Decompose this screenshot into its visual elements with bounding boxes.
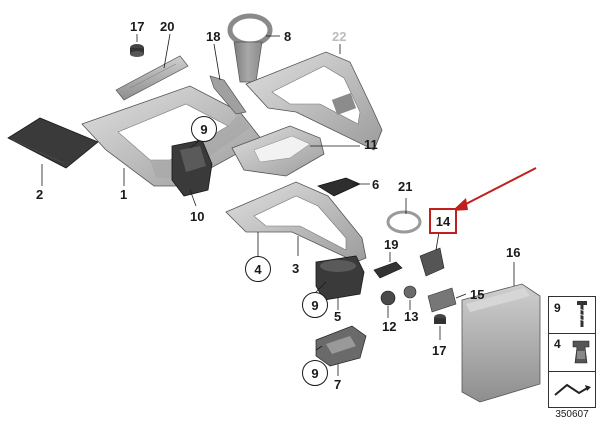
callout-10: 10 [190, 209, 205, 224]
legend-box: 9 4 [548, 296, 596, 408]
legend-number-4: 4 [554, 337, 561, 351]
part-3-lower-panel [225, 181, 367, 263]
part-7-bracket [315, 325, 367, 367]
callout-1: 1 [120, 187, 128, 202]
part-17-knob-top [130, 44, 144, 57]
part-8-gear-ring [227, 13, 273, 83]
part-9-holder-upper [171, 139, 213, 197]
callout-19: 19 [384, 237, 399, 252]
legend-row-clip: 4 [549, 333, 595, 372]
callout-5: 5 [334, 309, 342, 324]
leader-lines [41, 33, 515, 376]
part-11-selector-trim [231, 125, 325, 177]
callout-18: 18 [206, 29, 221, 44]
callout-22: 22 [332, 29, 347, 44]
part-18-bracket [209, 75, 247, 115]
callout-8: 8 [284, 29, 292, 44]
callout-9-circled-lower: 9 [302, 360, 328, 386]
callout-17-bottom: 17 [432, 343, 447, 358]
callout-20: 20 [160, 19, 175, 34]
bracket-shape-icon [554, 383, 591, 396]
part-16-rear-panel [461, 283, 541, 403]
part-22-upper-panel [245, 51, 383, 151]
part-6-insert [317, 177, 361, 197]
callout-2: 2 [36, 187, 44, 202]
callout-11: 11 [364, 137, 378, 152]
reference-number: 350607 [555, 409, 589, 420]
part-15-clip [427, 287, 457, 313]
legend-number-9: 9 [554, 301, 561, 315]
part-21-ring [386, 210, 422, 234]
part-5-cup-holder [315, 255, 365, 301]
callout-9-circled-middle: 9 [302, 292, 328, 318]
callout-15: 15 [470, 287, 485, 302]
callout-17-top: 17 [130, 19, 145, 34]
callout-9-circled-upper: 9 [191, 116, 217, 142]
clip-icon [572, 340, 590, 364]
part-19-clip [373, 261, 403, 279]
legend-row-screw: 9 [549, 297, 595, 334]
part-14-connector [419, 247, 445, 277]
part-13-button [403, 285, 417, 299]
part-20-strip [115, 55, 189, 101]
callout-14-highlighted: 14 [429, 208, 457, 234]
callout-12: 12 [382, 319, 397, 334]
part-12-button [380, 290, 396, 306]
highlight-arrow [452, 167, 537, 211]
callout-16: 16 [506, 245, 521, 260]
callout-6: 6 [372, 177, 380, 192]
part-2-mat [7, 117, 99, 169]
callout-13: 13 [404, 309, 419, 324]
screw-icon [577, 301, 587, 327]
callout-21: 21 [398, 179, 413, 194]
legend-row-shape [549, 371, 595, 407]
callout-7: 7 [334, 377, 342, 392]
callout-4-circled: 4 [245, 256, 271, 282]
part-17-knob-bottom [434, 314, 446, 324]
callout-3: 3 [292, 261, 300, 276]
